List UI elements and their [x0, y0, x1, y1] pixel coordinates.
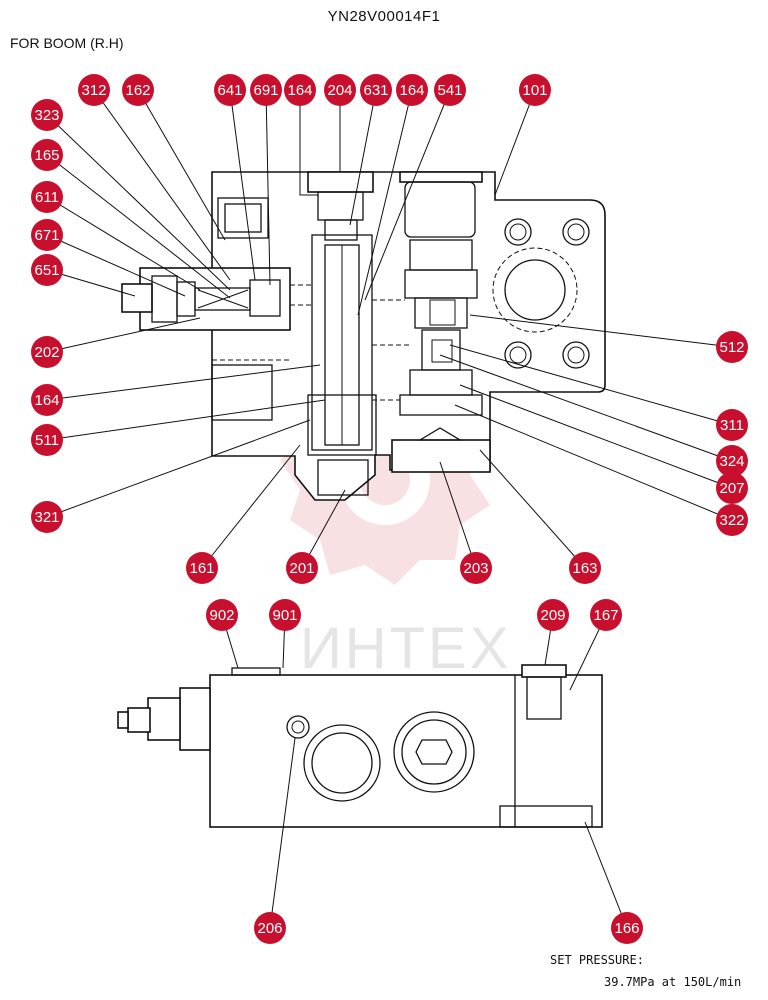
side-body	[209, 674, 603, 828]
svg-text:321: 321	[34, 509, 59, 526]
bottom-plug-203	[391, 439, 491, 473]
callout-511: 511	[31, 424, 63, 456]
upper-plug	[217, 197, 269, 239]
callout-671: 671	[31, 219, 63, 251]
svg-text:164: 164	[34, 392, 59, 409]
callout-163: 163	[569, 552, 601, 584]
callout-512: 512	[716, 331, 748, 363]
set-pressure-value: 39.7MPa at 150L/min	[604, 975, 742, 989]
svg-text:206: 206	[257, 920, 282, 937]
callout-631: 631	[360, 74, 392, 106]
main-port	[504, 259, 566, 321]
side-lock-nut	[127, 707, 151, 733]
callout-202: 202	[31, 336, 63, 368]
svg-text:207: 207	[719, 480, 744, 497]
callout-311: 311	[716, 409, 748, 441]
svg-text:631: 631	[363, 82, 388, 99]
side-view	[117, 664, 603, 828]
callout-101: 101	[519, 74, 551, 106]
callout-165: 165	[31, 139, 63, 171]
callout-207: 207	[716, 472, 748, 504]
svg-text:204: 204	[327, 82, 352, 99]
svg-text:202: 202	[34, 344, 59, 361]
relief-cartridge	[139, 267, 291, 331]
set-pressure-label: SET PRESSURE:	[550, 953, 644, 967]
drawing-title: YN28V00014F1	[327, 8, 441, 25]
callout-203: 203	[460, 552, 492, 584]
svg-text:161: 161	[189, 560, 214, 577]
svg-text:512: 512	[719, 339, 744, 356]
callout-164-top-right: 164	[396, 74, 428, 106]
cap-204	[307, 171, 374, 193]
callout-209: 209	[537, 599, 569, 631]
callout-166: 166	[611, 912, 643, 944]
callout-206: 206	[254, 912, 286, 944]
callout-204: 204	[324, 74, 356, 106]
drawing-subtitle: FOR BOOM (R.H)	[10, 35, 124, 51]
svg-text:671: 671	[34, 227, 59, 244]
callout-902: 902	[206, 599, 238, 631]
plug-209-head	[521, 664, 567, 678]
callout-321: 321	[31, 501, 63, 533]
svg-text:166: 166	[614, 920, 639, 937]
callout-162: 162	[122, 74, 154, 106]
svg-text:901: 901	[272, 607, 297, 624]
valve-body-outline	[211, 171, 606, 501]
callout-167: 167	[590, 599, 622, 631]
svg-text:201: 201	[289, 560, 314, 577]
watermark-text: ИНТЕХ	[300, 616, 511, 681]
svg-text:164: 164	[399, 82, 424, 99]
callout-691: 691	[250, 74, 282, 106]
leader-lines	[46, 89, 733, 929]
callouts: 312 162 641 691 164 204 631 164 541 101 …	[31, 74, 748, 944]
svg-text:165: 165	[34, 147, 59, 164]
svg-text:641: 641	[217, 82, 242, 99]
svg-text:101: 101	[522, 82, 547, 99]
callout-541: 541	[434, 74, 466, 106]
callout-312: 312	[78, 74, 110, 106]
svg-text:691: 691	[253, 82, 278, 99]
svg-text:324: 324	[719, 453, 744, 470]
svg-text:312: 312	[81, 82, 106, 99]
svg-text:162: 162	[125, 82, 150, 99]
side-hex-plug	[393, 711, 475, 793]
check-poppet	[414, 297, 468, 329]
callout-901: 901	[269, 599, 301, 631]
bolt-holes	[504, 218, 590, 369]
callout-164-left: 164	[31, 384, 63, 416]
svg-text:611: 611	[35, 189, 59, 206]
callout-161: 161	[186, 552, 218, 584]
callout-322: 322	[716, 504, 748, 536]
plug-206	[286, 715, 310, 739]
svg-text:902: 902	[209, 607, 234, 624]
svg-text:209: 209	[540, 607, 565, 624]
callout-324: 324	[716, 445, 748, 477]
callout-611: 611	[31, 181, 63, 213]
section-view	[121, 171, 606, 501]
side-port	[303, 724, 381, 802]
callout-641: 641	[214, 74, 246, 106]
lower-left-plug	[211, 364, 273, 421]
svg-text:203: 203	[463, 560, 488, 577]
upper-plug-inner	[224, 203, 262, 233]
adjust-nut	[121, 283, 153, 313]
callout-651: 651	[31, 254, 63, 286]
svg-text:511: 511	[35, 432, 59, 449]
svg-text:651: 651	[34, 262, 59, 279]
callout-164-top-left: 164	[284, 74, 316, 106]
svg-text:323: 323	[34, 107, 59, 124]
svg-text:311: 311	[720, 417, 744, 434]
side-cartridge	[179, 687, 211, 751]
right-cap	[404, 181, 476, 238]
svg-text:163: 163	[572, 560, 597, 577]
svg-text:322: 322	[719, 512, 744, 529]
callout-323: 323	[31, 99, 63, 131]
svg-text:167: 167	[593, 607, 618, 624]
svg-text:541: 541	[437, 82, 462, 99]
callout-201: 201	[286, 552, 318, 584]
svg-text:164: 164	[287, 82, 312, 99]
